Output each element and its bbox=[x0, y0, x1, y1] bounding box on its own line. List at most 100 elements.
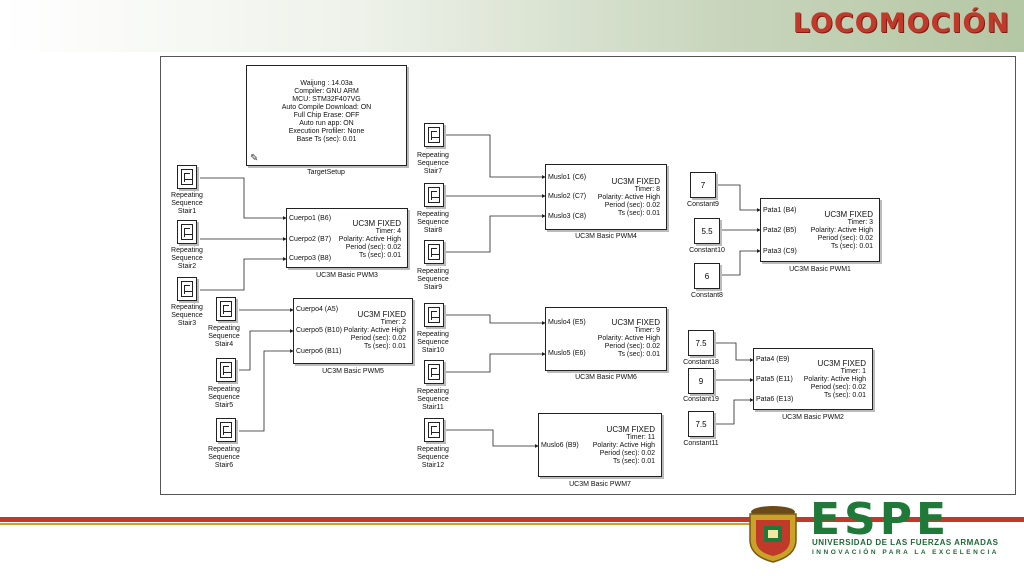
constant10-label: Constant10 bbox=[689, 247, 725, 254]
pwm1-block[interactable]: Pata1 (B4) Pata2 (B5) Pata3 (C9) UC3M FI… bbox=[760, 198, 880, 262]
stair11-block[interactable] bbox=[424, 360, 444, 384]
constant18-label: Constant18 bbox=[683, 359, 719, 366]
pwm6-ts: Ts (sec): 0.01 bbox=[617, 351, 660, 358]
pwm1-port-1: Pata1 (B4) bbox=[763, 207, 797, 214]
pwm4-polarity: Polarity: Active High bbox=[597, 194, 660, 201]
pwm6-block[interactable]: Muslo4 (E5) Muslo5 (E6) UC3M FIXED Timer… bbox=[545, 307, 667, 371]
stair3-label: Repeating Sequence Stair3 bbox=[171, 304, 203, 327]
constant11-block[interactable]: 7.5 bbox=[688, 411, 714, 437]
pwm1-period: Period (sec): 0.02 bbox=[817, 235, 873, 242]
pwm5-period: Period (sec): 0.02 bbox=[350, 335, 406, 342]
pwm4-port-3: Muslo3 (C8) bbox=[548, 213, 587, 220]
pwm4-timer: Timer: 8 bbox=[634, 186, 660, 193]
pwm7-port-1: Muslo6 (B9) bbox=[541, 442, 579, 449]
pwm4-block[interactable]: Muslo1 (C6) Muslo2 (C7) Muslo3 (C8) UC3M… bbox=[545, 164, 667, 230]
stair-line bbox=[184, 228, 190, 237]
stair12-block[interactable] bbox=[424, 418, 444, 442]
pwm2-label: UC3M Basic PWM2 bbox=[782, 414, 844, 421]
pwm4-port-1: Muslo1 (C6) bbox=[548, 174, 587, 181]
stair-icon bbox=[220, 422, 232, 438]
stair6-block[interactable] bbox=[216, 418, 236, 442]
target-line-2: Compiler: GNU ARM bbox=[294, 88, 359, 95]
pwm7-block[interactable]: Muslo6 (B9) UC3M FIXED Timer: 11 Polarit… bbox=[538, 413, 662, 477]
stair-line bbox=[431, 311, 437, 320]
pwm3-port-3: Cuerpo3 (B8) bbox=[289, 255, 332, 262]
constant18-block[interactable]: 7.5 bbox=[688, 330, 714, 356]
pwm5-block[interactable]: Cuerpo4 (A5) Cuerpo5 (B10) Cuerpo6 (B11)… bbox=[293, 298, 413, 364]
pwm4-ts: Ts (sec): 0.01 bbox=[617, 210, 660, 217]
constant19-block[interactable]: 9 bbox=[688, 368, 714, 394]
pwm7-polarity: Polarity: Active High bbox=[592, 442, 655, 449]
constant10-block[interactable]: 5.5 bbox=[694, 218, 720, 244]
wire-const11 bbox=[714, 398, 754, 425]
pwm3-timer: Timer: 4 bbox=[375, 228, 401, 235]
target-line-5: Full Chip Erase: OFF bbox=[293, 112, 360, 119]
wire-stair6 bbox=[239, 349, 294, 432]
constant9-block[interactable]: 7 bbox=[690, 172, 716, 198]
pwm7-title: UC3M FIXED bbox=[606, 425, 655, 434]
stair-icon bbox=[181, 281, 193, 297]
pwm3-info: UC3M FIXED Timer: 4 Polarity: Active Hig… bbox=[339, 220, 401, 260]
pwm2-block[interactable]: Pata4 (E9) Pata5 (E11) Pata6 (E13) UC3M … bbox=[753, 348, 873, 410]
target-line-8: Base Ts (sec): 0.01 bbox=[296, 136, 357, 143]
stair8-block[interactable] bbox=[424, 183, 444, 207]
stair5-block[interactable] bbox=[216, 358, 236, 382]
constant19-label: Constant19 bbox=[683, 396, 719, 403]
stair10-label: Repeating Sequence Stair10 bbox=[417, 331, 449, 354]
stair-line bbox=[431, 426, 437, 435]
footer-red-band bbox=[0, 517, 1024, 522]
stair-icon bbox=[220, 301, 232, 317]
target-setup-block[interactable]: Waijung : 14.03a Compiler: GNU ARM MCU: … bbox=[246, 65, 407, 166]
wire-stair7 bbox=[446, 134, 546, 179]
slide-title: LOCOMOCIÓN bbox=[792, 8, 1010, 39]
wire-stair9 bbox=[446, 214, 546, 253]
pwm2-port-2: Pata5 (E11) bbox=[756, 376, 793, 383]
constant9-label: Constant9 bbox=[687, 201, 719, 208]
wire-stair5 bbox=[239, 329, 294, 371]
pwm1-polarity: Polarity: Active High bbox=[810, 227, 873, 234]
stair-line bbox=[223, 426, 229, 435]
stair-base bbox=[431, 374, 439, 375]
pwm1-label: UC3M Basic PWM1 bbox=[789, 266, 851, 273]
pwm3-block[interactable]: Cuerpo1 (B6) Cuerpo2 (B7) Cuerpo3 (B8) U… bbox=[286, 208, 408, 268]
pwm5-port-2: Cuerpo5 (B10) bbox=[296, 327, 342, 334]
constant8-block[interactable]: 6 bbox=[694, 263, 720, 289]
pwm5-polarity: Polarity: Active High bbox=[343, 327, 406, 334]
pwm1-port-2: Pata2 (B5) bbox=[763, 227, 797, 234]
stair2-label: Repeating Sequence Stair2 bbox=[171, 247, 203, 270]
stair-base bbox=[431, 254, 439, 255]
stair1-block[interactable] bbox=[177, 165, 197, 189]
pwm6-port-2: Muslo5 (E6) bbox=[548, 350, 586, 357]
pwm5-title: UC3M FIXED bbox=[357, 310, 406, 319]
pwm2-info: UC3M FIXED Timer: 1 Polarity: Active Hig… bbox=[804, 360, 866, 400]
stair9-block[interactable] bbox=[424, 240, 444, 264]
pwm4-info: UC3M FIXED Timer: 8 Polarity: Active Hig… bbox=[598, 178, 660, 218]
constant11-label: Constant11 bbox=[683, 440, 719, 447]
stair-base bbox=[184, 179, 192, 180]
stair1-label: Repeating Sequence Stair1 bbox=[171, 192, 203, 215]
stair2-block[interactable] bbox=[177, 220, 197, 244]
pwm2-port-1: Pata4 (E9) bbox=[756, 356, 790, 363]
stair-icon bbox=[428, 307, 440, 323]
pwm7-label: UC3M Basic PWM7 bbox=[569, 481, 631, 488]
pwm2-period: Period (sec): 0.02 bbox=[810, 384, 866, 391]
pwm1-info: UC3M FIXED Timer: 3 Polarity: Active Hig… bbox=[811, 211, 873, 251]
pwm7-timer: Timer: 11 bbox=[626, 434, 655, 441]
stair10-block[interactable] bbox=[424, 303, 444, 327]
target-line-1: Waijung : 14.03a bbox=[300, 80, 353, 87]
stair8-label: Repeating Sequence Stair8 bbox=[417, 211, 449, 234]
stair7-block[interactable] bbox=[424, 123, 444, 147]
stair-line bbox=[223, 366, 229, 375]
pwm2-port-3: Pata6 (E13) bbox=[756, 396, 794, 403]
espe-shield-icon bbox=[749, 506, 797, 563]
wire-stair10 bbox=[446, 314, 546, 325]
pwm3-port-1: Cuerpo1 (B6) bbox=[289, 215, 332, 222]
stair4-block[interactable] bbox=[216, 297, 236, 321]
stair3-block[interactable] bbox=[177, 277, 197, 301]
pwm5-port-1: Cuerpo4 (A5) bbox=[296, 306, 339, 313]
stair-icon bbox=[428, 364, 440, 380]
wire-const18 bbox=[714, 342, 754, 362]
stair4-label: Repeating Sequence Stair4 bbox=[208, 325, 240, 348]
stair5-label: Repeating Sequence Stair5 bbox=[208, 386, 240, 409]
wire-const9 bbox=[714, 184, 761, 212]
